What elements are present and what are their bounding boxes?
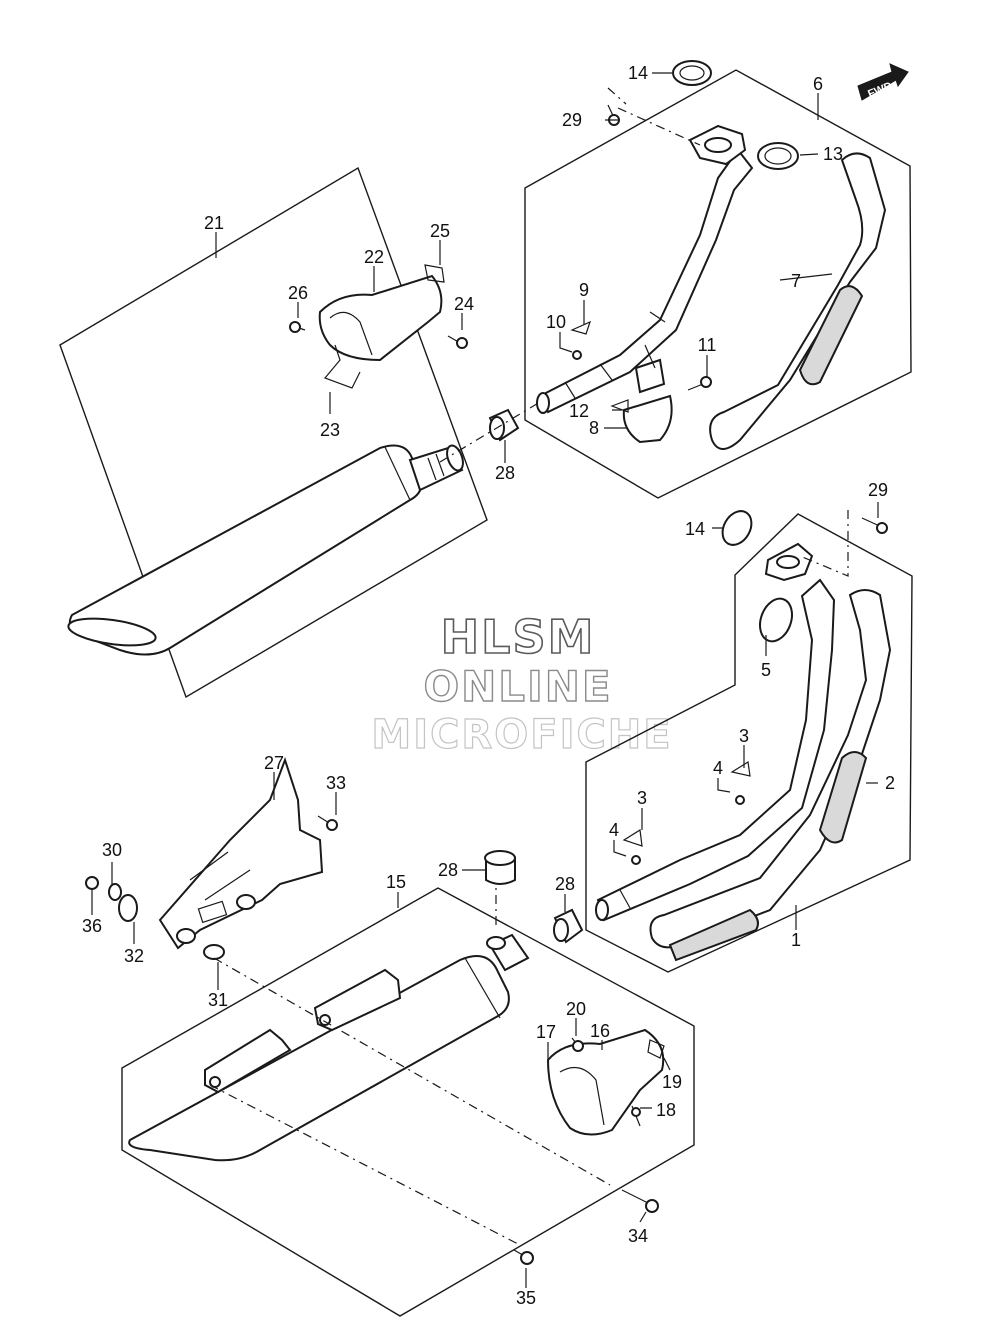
callout-26: 26: [288, 283, 308, 303]
callout-3b: 3: [637, 788, 647, 808]
watermark-line2: ONLINE: [423, 662, 612, 711]
callout-2: 2: [885, 773, 895, 793]
watermark-line3: MICROFICHE: [371, 712, 672, 758]
callout-28a: 28: [495, 463, 515, 483]
callout-30: 30: [102, 840, 122, 860]
collar-28: [484, 850, 516, 885]
callout-31: 31: [208, 990, 228, 1010]
callout-25: 25: [430, 221, 450, 241]
callout-10: 10: [546, 312, 566, 332]
callout-17: 17: [536, 1022, 556, 1042]
callout-28c: 28: [555, 874, 575, 894]
watermark: HLSM ONLINE MICROFICHE: [371, 609, 672, 758]
muffler-21-group: [59, 166, 541, 699]
watermark-line1: HLSM: [441, 610, 596, 664]
callout-29a: 29: [562, 110, 582, 130]
callout-23: 23: [320, 420, 340, 440]
callout-34: 34: [628, 1226, 648, 1246]
callout-19: 19: [662, 1072, 682, 1092]
callout-8: 8: [589, 418, 599, 438]
callout-35: 35: [516, 1288, 536, 1308]
callout-33: 33: [326, 773, 346, 793]
callout-11: 11: [698, 335, 717, 355]
callout-7: 7: [791, 271, 801, 291]
callout-28b: 28: [438, 860, 458, 880]
callout-4b: 4: [609, 820, 619, 840]
callout-27: 27: [264, 753, 284, 773]
callout-14a: 14: [628, 63, 648, 83]
bracket-27: [85, 756, 338, 960]
callout-22: 22: [364, 247, 384, 267]
callout-4a: 4: [713, 758, 723, 778]
callout-3a: 3: [739, 726, 749, 746]
exhaust-pipe-1-group: [553, 510, 913, 973]
callout-15: 15: [386, 872, 406, 892]
callout-9: 9: [579, 280, 589, 300]
muffler-15-group: [121, 880, 695, 1317]
callout-36: 36: [82, 916, 102, 936]
callout-14b: 14: [685, 519, 705, 539]
callout-6: 6: [813, 74, 823, 94]
callout-labels: 1 2 3 3 4 4 5 6 7 8 9 10 11 12 13 14 14 …: [82, 63, 895, 1308]
exhaust-pipe-6-group: [524, 60, 912, 499]
leader-lines: [91, 72, 879, 1288]
callout-1: 1: [791, 930, 801, 950]
callout-24: 24: [454, 294, 474, 314]
callout-16: 16: [590, 1021, 610, 1041]
callout-13: 13: [823, 144, 843, 164]
callout-18: 18: [656, 1100, 676, 1120]
fwd-arrow-icon: FWD: [857, 63, 909, 101]
callout-12: 12: [569, 401, 589, 421]
callout-20: 20: [566, 999, 586, 1019]
callout-32: 32: [124, 946, 144, 966]
callout-29b: 29: [868, 480, 888, 500]
callout-21: 21: [204, 213, 224, 233]
callout-5: 5: [761, 660, 771, 680]
